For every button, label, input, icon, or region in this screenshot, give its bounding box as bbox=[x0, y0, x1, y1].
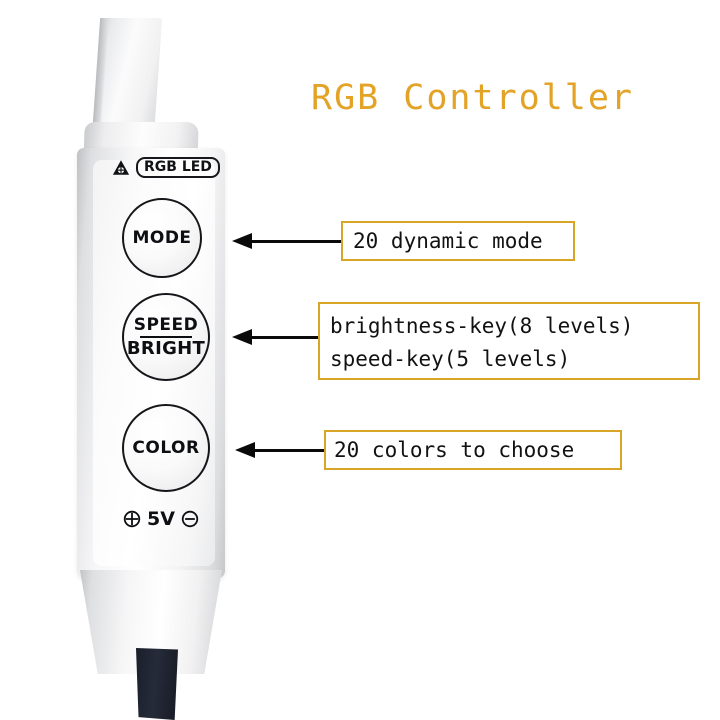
callout-speed-line-1: brightness-key(8 levels) bbox=[330, 314, 634, 338]
arrow-left-icon-color bbox=[235, 442, 325, 459]
plus-circle-icon bbox=[123, 510, 141, 528]
speed-bright-divider bbox=[140, 335, 192, 339]
rgb-led-label: RGB LED bbox=[136, 157, 220, 178]
callout-color: 20 colors to choose bbox=[324, 430, 622, 470]
speed-button-label: SPEED bbox=[133, 314, 199, 335]
mode-button[interactable]: MODE bbox=[122, 198, 202, 278]
arrow-left-icon-mode bbox=[232, 233, 342, 250]
mode-button-label: MODE bbox=[132, 228, 192, 248]
color-button[interactable]: COLOR bbox=[122, 404, 210, 492]
bottom-cable bbox=[136, 648, 178, 720]
speed-bright-button[interactable]: SPEED BRIGHT bbox=[122, 293, 210, 381]
callout-speed-bright: brightness-key(8 levels) speed-key(5 lev… bbox=[318, 302, 700, 380]
bright-button-label: BRIGHT bbox=[126, 338, 206, 360]
page-title: RGB Controller bbox=[311, 78, 635, 118]
power-polarity-row: 5V bbox=[123, 508, 199, 530]
minus-circle-icon bbox=[181, 510, 199, 528]
voltage-label: 5V bbox=[147, 508, 175, 530]
rgb-led-badge: RGB LED bbox=[112, 157, 220, 178]
warning-triangle-icon bbox=[112, 159, 130, 176]
callout-speed-line-2: speed-key(5 levels) bbox=[330, 347, 571, 371]
arrow-left-icon-speed bbox=[232, 329, 319, 346]
callout-mode: 20 dynamic mode bbox=[341, 221, 575, 261]
color-button-label: COLOR bbox=[132, 438, 200, 458]
